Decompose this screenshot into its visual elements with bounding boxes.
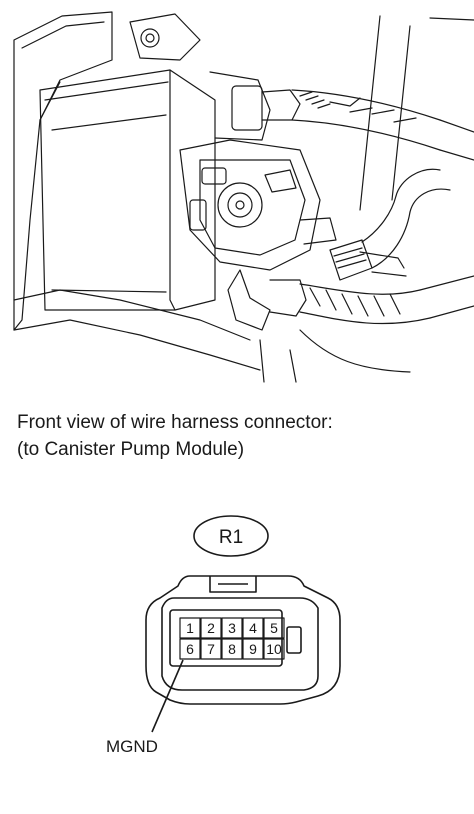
- pin-number: 9: [249, 641, 257, 657]
- caption-line-2: (to Canister Pump Module): [17, 439, 245, 460]
- pin-cell: [221, 617, 243, 639]
- pin-cell: [242, 638, 264, 660]
- pin-number: 10: [266, 641, 282, 657]
- connector-inner-housing: [161, 597, 319, 691]
- canister-pump-module-illustration: [13, 11, 474, 383]
- pin-number: 1: [186, 620, 194, 636]
- pin-number: 7: [207, 641, 215, 657]
- pin-cell: [179, 638, 201, 660]
- pin-cell: [242, 617, 264, 639]
- pin-number: 5: [270, 620, 278, 636]
- connector-outer-housing: [145, 575, 341, 705]
- terminal-label: MGND: [106, 737, 158, 756]
- pin-number: 8: [228, 641, 236, 657]
- pin-number: 4: [249, 620, 257, 636]
- connector-latch: [209, 576, 257, 593]
- pin-number: 3: [228, 620, 236, 636]
- terminal-leader-line: [151, 659, 184, 733]
- pin-number: 6: [186, 641, 194, 657]
- connector-code-oval: [193, 515, 269, 557]
- pin-cell: [263, 638, 285, 660]
- pin-cell: [221, 638, 243, 660]
- connector-side-key: [286, 626, 302, 654]
- connector-code: R1: [219, 527, 243, 548]
- caption-line-1: Front view of wire harness connector:: [17, 412, 333, 433]
- pin-cell: [200, 638, 222, 660]
- pin-cell: [200, 617, 222, 639]
- pin-cell: [179, 617, 201, 639]
- pin-number: 2: [207, 620, 215, 636]
- pin-cell: [263, 617, 285, 639]
